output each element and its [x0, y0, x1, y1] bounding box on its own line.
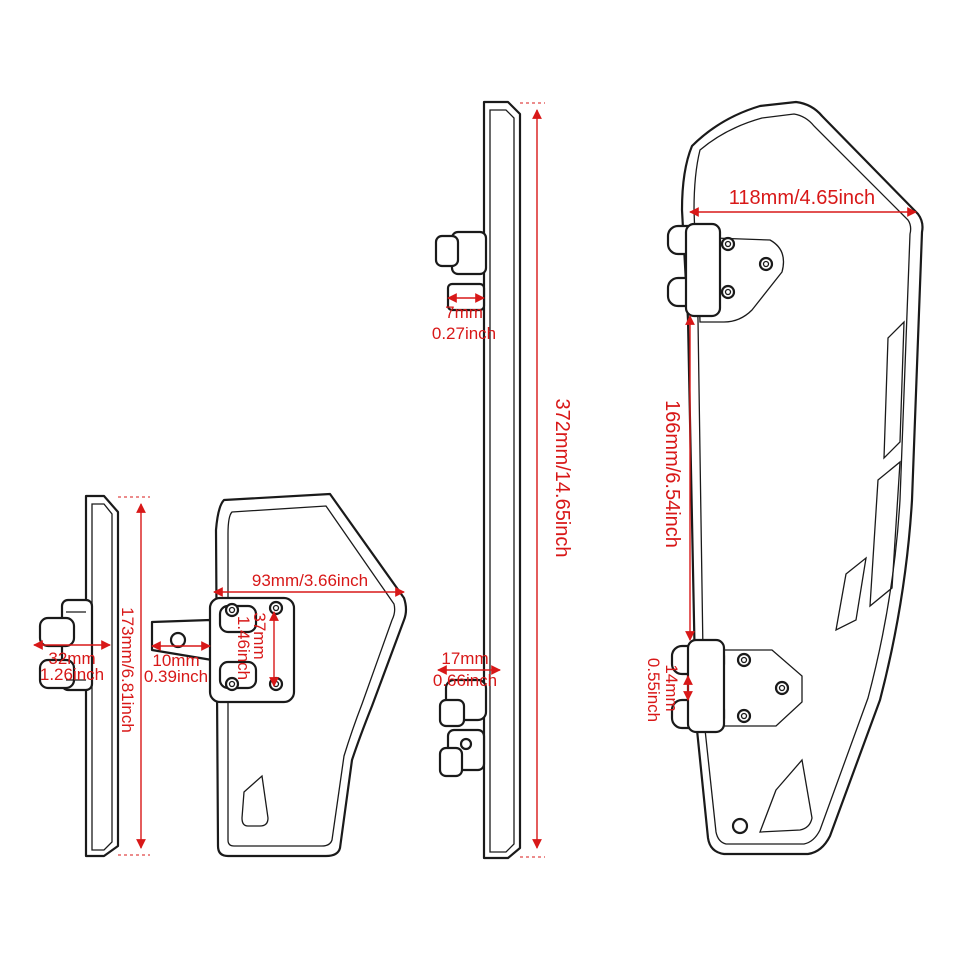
rail-bottom-clamp-inch-label: 0.66inch — [433, 671, 497, 690]
mount-tab-inch-label: 0.39inch — [144, 667, 208, 686]
mount-tab-dimension: 10mm 0.39inch — [144, 641, 211, 686]
large-clamp-width-mm-label: 14mm — [662, 664, 681, 711]
small-clamp-spacing-mm-label: 37mm — [250, 612, 269, 659]
small-side-height-label: 173mm/6.81inch — [118, 607, 137, 733]
clamp-width-inch-label: 1.26inch — [40, 665, 104, 684]
rail-bottom-clamp-dimension: 17mm 0.66inch — [433, 649, 501, 690]
large-clamp-spacing-label: 166mm/6.54inch — [661, 400, 683, 548]
small-clamp-spacing-dimension: 37mm 1.46inch — [234, 611, 279, 687]
small-clamp-spacing-inch-label: 1.46inch — [234, 616, 253, 680]
clamp-width-mm-label: 32mm — [48, 649, 95, 668]
large-clamp-width-inch-label: 0.55inch — [644, 658, 663, 722]
small-side-height-dimension: 173mm/6.81inch — [118, 496, 150, 856]
rail-top-gap-inch-label: 0.27inch — [432, 324, 496, 343]
small-side-rail-drawing — [38, 494, 120, 858]
large-panel-width-dimension: 118mm/4.65inch — [689, 187, 917, 217]
rail-bottom-clamp-mm-label: 17mm — [441, 649, 488, 668]
large-panel-width-label: 118mm/4.65inch — [729, 187, 875, 209]
large-clamp-spacing-dimension: 166mm/6.54inch — [661, 315, 695, 641]
large-clamp-width-dimension: 14mm 0.55inch — [644, 658, 693, 722]
rail-height-label: 372mm/14.65inch — [551, 399, 573, 558]
tall-rail-drawing — [434, 100, 522, 860]
small-panel-width-label: 93mm/3.66inch — [252, 571, 368, 590]
rail-top-gap-mm-label: 7mm — [445, 303, 483, 322]
small-panel-width-dimension: 93mm/3.66inch — [213, 571, 405, 597]
rail-height-dimension: 372mm/14.65inch — [520, 102, 573, 858]
rail-top-gap-dimension: 7mm 0.27inch — [432, 293, 496, 343]
large-panel-drawing — [666, 100, 924, 856]
mount-tab-mm-label: 10mm — [152, 651, 199, 670]
clamp-width-dimension: 32mm 1.26inch — [33, 640, 111, 684]
